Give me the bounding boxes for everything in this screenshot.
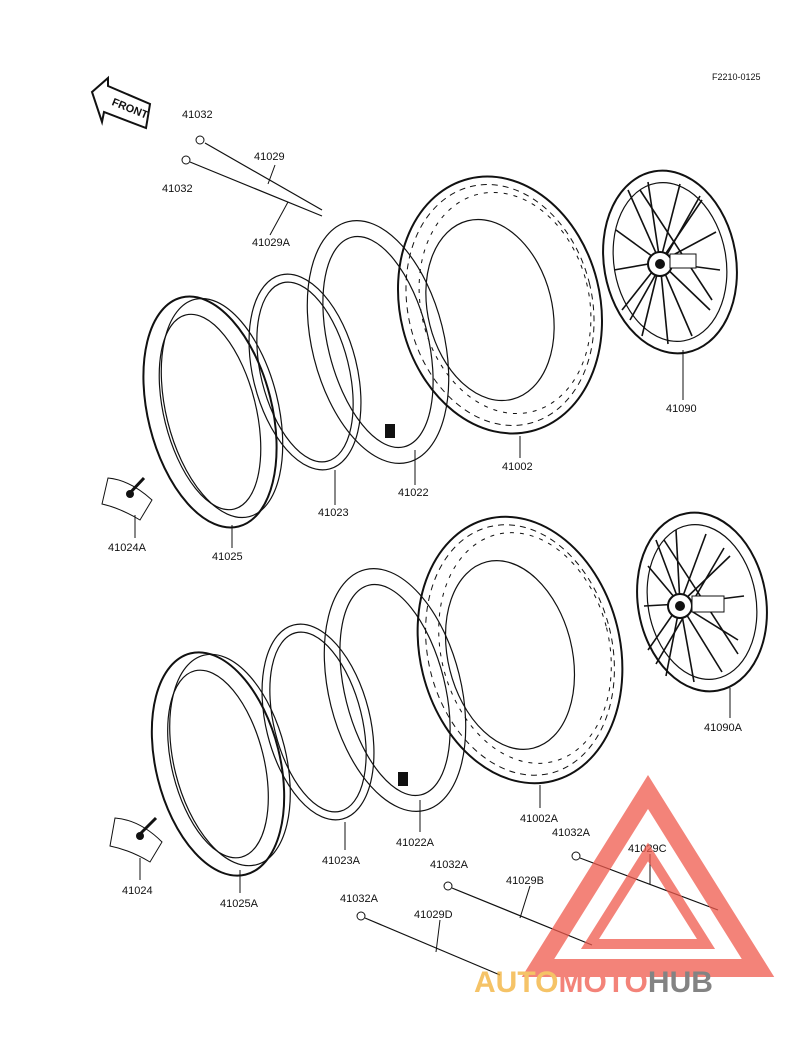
label-41032A-left: 41032A [340, 893, 379, 905]
label-41090A: 41090A [704, 722, 743, 734]
label-41032-top: 41032 [182, 109, 213, 121]
label-41023: 41023 [318, 507, 349, 519]
label-41025: 41025 [212, 551, 243, 563]
rim-band-41023A [261, 623, 375, 821]
label-41022: 41022 [398, 487, 429, 499]
label-41022A: 41022A [396, 837, 435, 849]
watermark-moto: MOTO [558, 966, 647, 999]
label-41029D: 41029D [414, 909, 453, 921]
label-41090: 41090 [666, 403, 697, 415]
rim-band-41023 [248, 273, 362, 471]
label-41029B: 41029B [506, 875, 544, 887]
drawing-code: F2210-0125 [712, 72, 761, 82]
label-41002: 41002 [502, 461, 533, 473]
watermark-auto: AUTO [474, 966, 558, 999]
watermark-hub: HUB [648, 966, 713, 999]
label-41032A-middle: 41032A [430, 859, 469, 871]
spoke-41029D [356, 911, 501, 976]
tube-41022A [323, 568, 467, 812]
label-41024A: 41024A [108, 542, 147, 554]
rim-lock-41024 [109, 816, 163, 863]
rim-lock-41024A [101, 476, 153, 521]
label-41029A: 41029A [252, 237, 291, 249]
complete-wheel-41090 [602, 169, 738, 355]
automotohub-watermark: AUTOMOTOHUB [474, 775, 775, 999]
tube-41022 [306, 220, 450, 464]
label-41029: 41029 [254, 151, 285, 163]
spoke-41029 [195, 135, 323, 211]
rim-41025A [150, 651, 291, 877]
watermark-text: AUTOMOTOHUB [474, 966, 713, 999]
tire-41002A [416, 515, 624, 785]
label-41025A: 41025A [220, 898, 259, 910]
spoke-41029A [181, 155, 323, 217]
front-arrow-icon: FRONT [90, 75, 152, 130]
label-41032A-right: 41032A [552, 827, 591, 839]
label-41032-second: 41032 [162, 183, 193, 195]
tire-41002 [397, 175, 603, 435]
rim-41025 [142, 295, 284, 529]
label-41023A: 41023A [322, 855, 361, 867]
label-41002A: 41002A [520, 813, 559, 825]
complete-wheel-41090A [636, 511, 768, 693]
label-41024: 41024 [122, 885, 153, 897]
